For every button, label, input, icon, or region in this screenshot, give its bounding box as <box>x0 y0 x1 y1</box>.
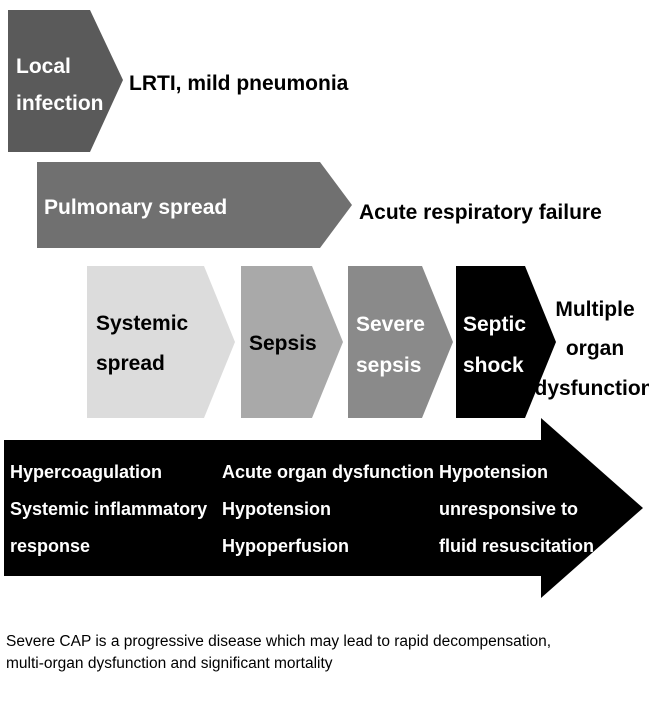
big-progression-arrow <box>4 418 643 598</box>
col1-line2: Systemic inflammatory <box>10 499 207 519</box>
severe-sepsis-label-line1: Severe <box>356 313 425 336</box>
severe-sepsis-label-line2: sepsis <box>356 354 421 377</box>
systemic-spread-arrow <box>87 266 235 418</box>
col2-line2: Hypotension <box>222 499 331 519</box>
caption-line1: Severe CAP is a progressive disease whic… <box>6 633 552 650</box>
col1-line1: Hypercoagulation <box>10 462 162 482</box>
pulmonary-spread-arrow <box>37 162 352 248</box>
col2-line3: Hypoperfusion <box>222 536 349 556</box>
local-infection-arrow <box>8 10 123 152</box>
systemic-spread-label-line1: Systemic <box>96 312 189 335</box>
col3-line1: Hypotension <box>439 462 548 482</box>
multiple-organ-outcome-line2: organ <box>566 337 624 360</box>
local-infection-label-line1: Local <box>16 55 71 78</box>
local-infection-label-line2: infection <box>16 92 104 115</box>
septic-shock-arrow <box>456 266 556 418</box>
col3-line2: unresponsive to <box>439 499 578 519</box>
col2-line1: Acute organ dysfunction <box>222 462 434 482</box>
sepsis-arrow <box>241 266 343 418</box>
pulmonary-spread-outcome: Acute respiratory failure <box>359 201 602 224</box>
col3-line3: fluid resuscitation <box>439 536 594 556</box>
sepsis-label: Sepsis <box>249 332 317 355</box>
multiple-organ-outcome-line3: dysfunction <box>535 377 649 400</box>
caption: Severe CAP is a progressive disease whic… <box>6 631 642 675</box>
septic-shock-label-line2: shock <box>463 354 524 377</box>
pulmonary-spread-label: Pulmonary spread <box>44 196 227 219</box>
septic-shock-label-line1: Septic <box>463 313 526 336</box>
severe-sepsis-arrow <box>348 266 453 418</box>
multiple-organ-outcome-line1: Multiple <box>555 298 634 321</box>
caption-line2: multi-organ dysfunction and significant … <box>6 655 333 672</box>
col1-line3: response <box>10 536 90 556</box>
systemic-spread-label-line2: spread <box>96 352 165 375</box>
local-infection-outcome: LRTI, mild pneumonia <box>129 72 349 95</box>
